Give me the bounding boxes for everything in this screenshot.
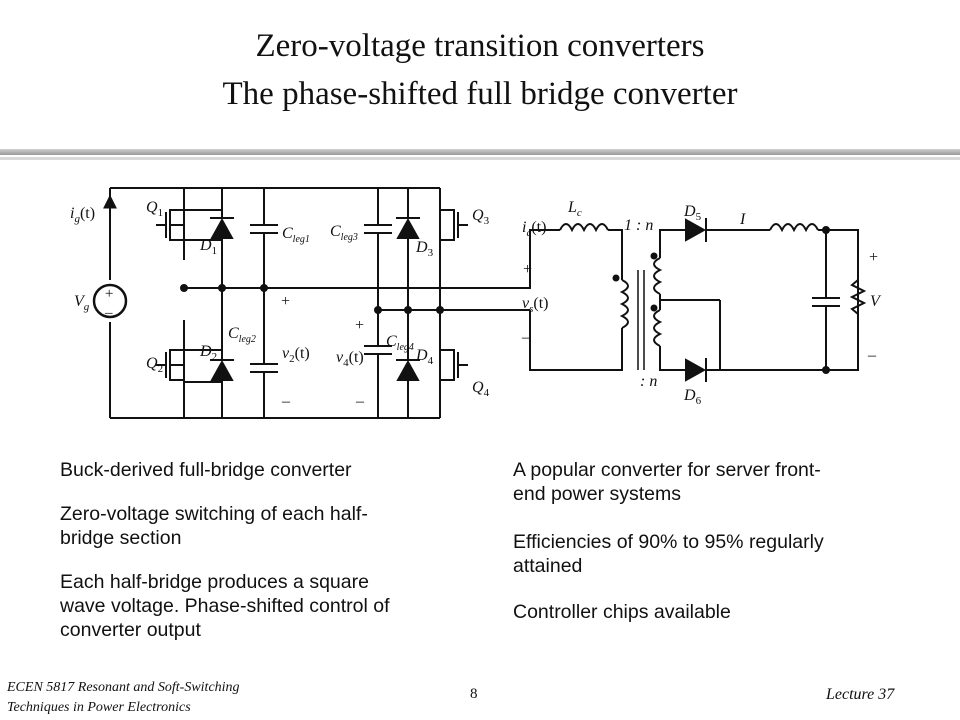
label-vs: vs(t) <box>522 295 549 315</box>
label-d1: D1 <box>199 237 217 257</box>
label-q4: Q4 <box>472 379 490 399</box>
footer-lecture: Lecture 37 <box>826 686 895 703</box>
diode-d2 <box>210 359 234 381</box>
slide-title-line1: Zero-voltage transition converters <box>255 28 705 64</box>
footer-page-number: 8 <box>470 686 478 702</box>
diode-d3 <box>396 217 420 239</box>
vs-plus-sign: + <box>522 261 533 278</box>
label-v4: v4(t) <box>336 349 364 369</box>
diode-d5 <box>685 218 707 242</box>
label-v2: v2(t) <box>282 345 310 365</box>
label-ratio2: : n <box>640 373 657 390</box>
diode-d1 <box>210 217 234 239</box>
label-d5: D5 <box>683 203 702 223</box>
label-d6: D6 <box>683 387 702 407</box>
vs-minus-sign: – <box>521 329 531 346</box>
source-circle <box>92 283 128 319</box>
title-divider-thin <box>0 157 960 160</box>
v2-minus-sign: – <box>281 393 291 410</box>
left-bullet-1: Buck-derived full-bridge converter <box>60 459 352 481</box>
label-vg: Vg <box>74 293 90 313</box>
diode-d4 <box>396 359 420 381</box>
source-plus-sign: + <box>104 286 114 302</box>
label-v-out: V <box>870 293 882 310</box>
diode-d6 <box>685 358 707 382</box>
right-bullet-3: Controller chips available <box>513 601 731 623</box>
right-bullet-2: Efficiencies of 90% to 95% regularly att… <box>513 531 824 577</box>
title-divider <box>0 149 960 155</box>
right-bullet-1: A popular converter for server front- en… <box>513 459 821 505</box>
label-ratio: 1 : n <box>624 217 653 234</box>
label-cleg3: Cleg3 <box>330 223 358 243</box>
v2-plus-sign: + <box>280 293 291 310</box>
label-q3: Q3 <box>472 207 490 227</box>
left-bullet-2: Zero-voltage switching of each half- bri… <box>60 503 368 549</box>
inductor-lc-wire <box>455 229 560 289</box>
label-cleg1: Cleg1 <box>282 225 310 245</box>
label-i-out: I <box>739 211 746 228</box>
label-cleg2: Cleg2 <box>228 325 256 345</box>
label-q1: Q1 <box>146 199 163 219</box>
label-ic: ic(t) <box>522 219 546 239</box>
label-q2: Q2 <box>146 355 163 375</box>
footer-course: ECEN 5817 Resonant and Soft-Switching Te… <box>7 680 240 715</box>
label-d2: D2 <box>199 343 217 363</box>
source-minus-sign: – <box>104 305 113 321</box>
full-bridge-circuit-diagram: + – ig(t) Vg Q1 D1 Cleg1 Q2 D2 Cleg2 v2(… <box>70 187 882 419</box>
vout-plus-sign: + <box>868 249 879 266</box>
vout-minus-sign: – <box>867 347 877 364</box>
label-lc: Lc <box>567 199 582 219</box>
label-ig: ig(t) <box>70 205 95 225</box>
slide-title-line2: The phase-shifted full bridge converter <box>222 76 738 112</box>
v4-minus-sign: – <box>355 393 365 410</box>
label-d4: D4 <box>415 347 434 367</box>
v4-plus-sign: + <box>354 317 365 334</box>
label-cleg4: Cleg4 <box>386 333 414 353</box>
left-bullet-3: Each half-bridge produces a square wave … <box>60 571 390 641</box>
label-d3: D3 <box>415 239 434 259</box>
